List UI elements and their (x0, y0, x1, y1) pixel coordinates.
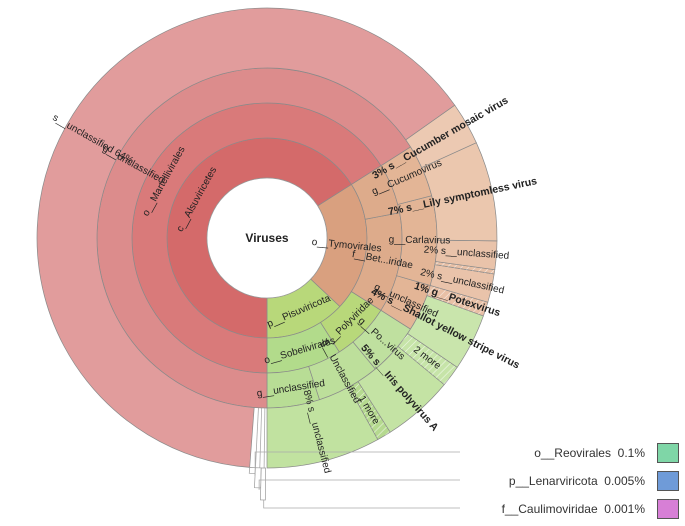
center-label: Viruses (245, 231, 288, 245)
legend-swatch (657, 499, 679, 519)
segment-hatch (434, 261, 495, 274)
center-hole[interactable] (206, 177, 328, 299)
legend-label: p__Lenarviricota 0.005% (508, 474, 645, 488)
legend-swatch (657, 471, 679, 491)
legend-connector (263, 499, 460, 509)
legend-label: f__Caulimoviridae 0.001% (501, 502, 645, 516)
sunburst-segment[interactable] (36, 7, 456, 468)
legend-label: o__Reovirales 0.1% (534, 446, 645, 460)
segment-label: g__Carlavirus (389, 235, 451, 247)
segment-hatch (397, 333, 458, 385)
segment-hatch (348, 381, 391, 440)
legend-connector (258, 479, 460, 488)
legend-item-lenarviricota[interactable]: p__Lenarviricota 0.005% (460, 468, 685, 498)
legend-item-reovirales[interactable]: o__Reovirales 0.1% (460, 440, 685, 470)
legend-connector (254, 451, 460, 474)
legend-swatch (657, 443, 679, 463)
hidden-taxon-arc[interactable] (248, 466, 256, 475)
segment-hatch (426, 285, 488, 316)
legend-item-caulimoviridae[interactable]: f__Caulimoviridae 0.001% (460, 496, 685, 526)
hidden-taxon-arc[interactable] (260, 467, 266, 501)
